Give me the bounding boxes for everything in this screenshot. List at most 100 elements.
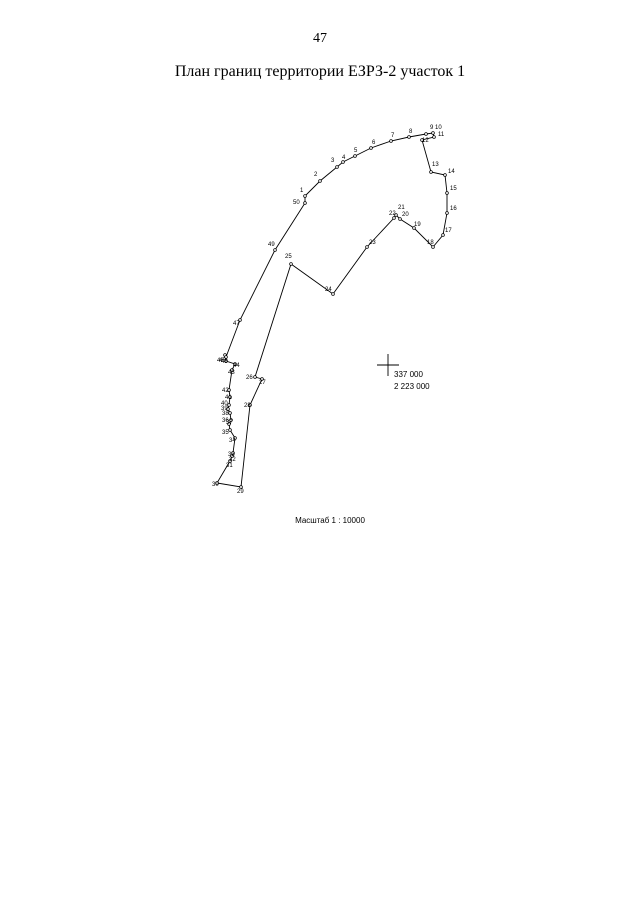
boundary-point-label: 41 [225, 395, 232, 401]
boundary-vertex [228, 395, 232, 399]
boundary-point-label: 6 [372, 140, 376, 146]
boundary-vertex [432, 135, 436, 139]
boundary-vertices [215, 131, 449, 489]
boundary-point-label: 40 [221, 401, 228, 407]
boundary-point-label: 27 [259, 380, 266, 386]
boundary-point-label: 39 [221, 406, 228, 412]
boundary-vertex [227, 422, 231, 426]
boundary-vertex [303, 201, 307, 205]
boundary-vertex [369, 146, 373, 150]
boundary-point-label: 49 [268, 242, 275, 248]
boundary-vertex [226, 407, 230, 411]
boundary-point-label: 44 [233, 363, 240, 369]
boundary-point-label: 19 [414, 222, 421, 228]
boundary-point-label: 25 [285, 254, 292, 260]
boundary-vertex [228, 459, 232, 463]
boundary-point-label: 11 [438, 132, 445, 138]
boundary-point-label: 45 [219, 358, 226, 364]
boundary-vertex [289, 262, 293, 266]
boundary-vertex [389, 139, 393, 143]
boundary-point-label: 35 [222, 430, 229, 436]
coordinate-cross: 337 000 2 223 000 [377, 354, 430, 391]
boundary-point-label: 34 [229, 438, 236, 444]
boundary-vertex [431, 245, 435, 249]
boundary-point-label: 46 [217, 358, 224, 364]
boundary-vertex [248, 403, 252, 407]
boundary-point-label: 37 [226, 420, 233, 426]
boundary-point-label: 9 [430, 125, 434, 131]
page-number: 47 [313, 31, 327, 46]
boundary-vertex [233, 436, 237, 440]
boundary-vertex [429, 170, 433, 174]
boundary-vertex [445, 211, 449, 215]
boundary-vertex [273, 248, 277, 252]
boundary-vertex [424, 132, 428, 136]
boundary-vertex [412, 226, 416, 230]
page-title: План границ территории ЕЗРЗ-2 участок 1 [174, 63, 466, 80]
boundary-vertex [445, 191, 449, 195]
boundary-vertex [228, 428, 232, 432]
boundary-vertex [318, 179, 322, 183]
boundary-point-label: 5 [354, 148, 358, 154]
boundary-vertex [253, 375, 257, 379]
boundary-vertex [260, 377, 264, 381]
boundary-vertex [224, 359, 228, 363]
boundary-point-label: 50 [293, 200, 300, 206]
boundary-vertex [341, 160, 345, 164]
boundary-point-label: 28 [244, 403, 251, 409]
boundary-point-label: 17 [445, 228, 452, 234]
boundary-point-label: 18 [427, 240, 434, 246]
boundary-point-label: 38 [222, 411, 229, 417]
boundary-vertex [441, 233, 445, 237]
boundary-vertex [443, 173, 447, 177]
boundary-vertex [227, 403, 231, 407]
boundary-point-label: 20 [402, 212, 409, 218]
boundary-vertex [365, 245, 369, 249]
boundary-point-label: 3 [331, 158, 335, 164]
cross-y-label: 2 223 000 [394, 382, 430, 391]
boundary-point-label: 2 [314, 172, 318, 178]
boundary-point-label: 33 [228, 452, 235, 458]
boundary-point-label: 22 [389, 211, 396, 217]
boundary-point-label: 4 [342, 155, 346, 161]
boundary-vertex [331, 292, 335, 296]
boundary-polygon [216, 132, 448, 488]
boundary-vertex [394, 213, 398, 217]
boundary-point-label: 31 [226, 463, 233, 469]
boundary-point-label: 13 [432, 162, 439, 168]
boundary-point-label: 42 [222, 388, 229, 394]
boundary-vertex [353, 154, 357, 158]
boundary-point-label: 23 [369, 240, 376, 246]
boundary-vertex [228, 411, 232, 415]
boundary-point-label: 8 [409, 129, 413, 135]
cross-x-label: 337 000 [394, 370, 423, 379]
boundary-point-label: 15 [450, 186, 457, 192]
boundary-vertex [227, 388, 231, 392]
boundary-point-label: 32 [229, 457, 236, 463]
boundary-point-label: 47 [233, 321, 240, 327]
boundary-point-label: 16 [450, 206, 457, 212]
boundary-point-label: 10 [435, 125, 442, 131]
boundary-point-label: 21 [398, 205, 405, 211]
boundary-point-label: 24 [325, 287, 332, 293]
boundary-vertex [229, 418, 233, 422]
boundary-vertex [238, 318, 242, 322]
boundary-point-label: 36 [222, 418, 229, 424]
boundary-vertex [233, 362, 237, 366]
boundary-vertex [431, 131, 435, 135]
boundary-vertex [398, 217, 402, 221]
boundary-vertex [420, 138, 424, 142]
boundary-point-label: 1 [300, 188, 304, 194]
boundary-vertex [239, 485, 243, 489]
scale-label: Масштаб 1 : 10000 [295, 516, 365, 525]
boundary-vertex [303, 194, 307, 198]
boundary-point-label: 48 [221, 359, 228, 365]
boundary-vertex [407, 135, 411, 139]
boundary-vertex [215, 481, 219, 485]
boundary-vertex [392, 216, 396, 220]
boundary-vertex [231, 451, 235, 455]
boundary-point-label: 7 [391, 133, 395, 139]
boundary-point-label: 14 [448, 169, 455, 175]
